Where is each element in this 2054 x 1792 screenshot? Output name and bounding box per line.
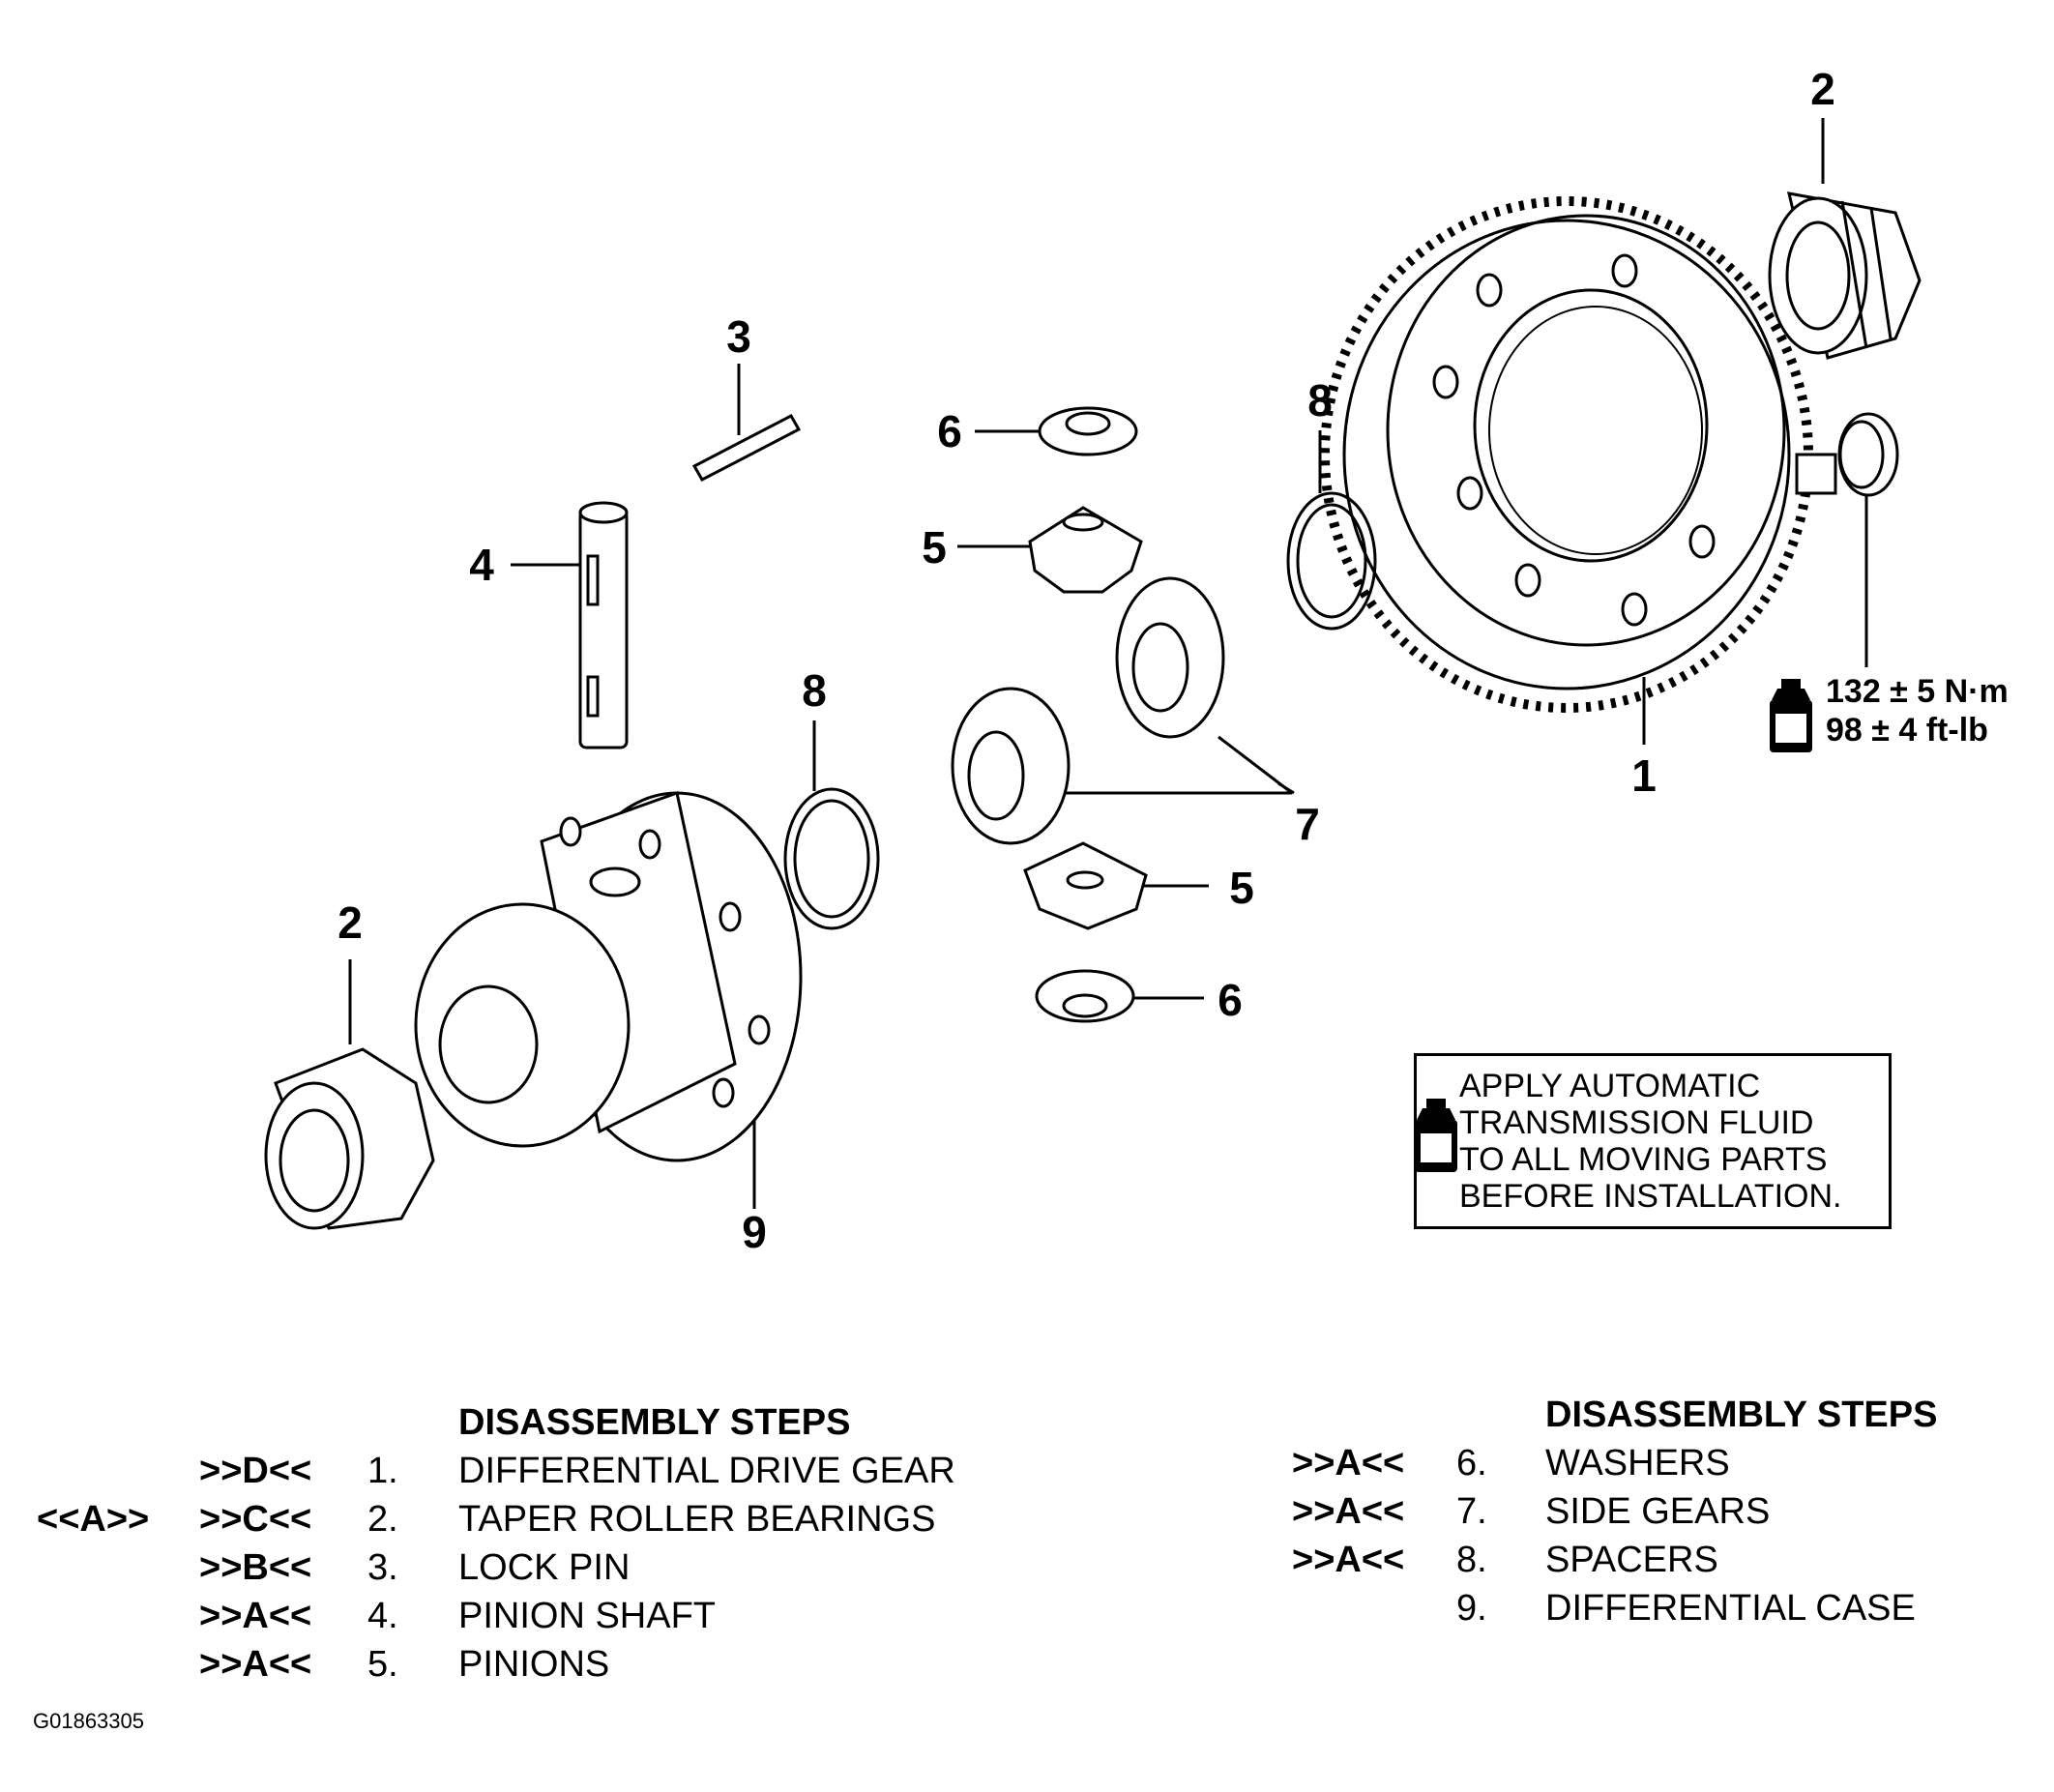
step-number: 8. [1456, 1540, 1487, 1580]
disassembly-ref: >>A<< [1292, 1540, 1405, 1580]
note-line: TO ALL MOVING PARTS [1459, 1141, 1828, 1178]
callout-7: 7 [1295, 799, 1320, 849]
callout-labels: 2 3 4 6 5 8 8 7 5 6 2 9 1 [337, 64, 1835, 1257]
torque-metric: 132 ± 5 N·m [1826, 673, 2009, 710]
pinion-shaft [578, 501, 629, 749]
washer-top [1038, 406, 1138, 456]
disassembly-ref: >>A<< [1292, 1491, 1405, 1532]
fluid-note-box: APPLY AUTOMATIC TRANSMISSION FLUID TO AL… [1414, 1053, 1892, 1229]
callout-2-bottom: 2 [337, 897, 363, 948]
callout-6-bottom: 6 [1218, 975, 1243, 1025]
step-number: 7. [1456, 1491, 1487, 1532]
taper-roller-bearing-top [1768, 191, 1922, 360]
callout-1: 1 [1631, 750, 1657, 801]
step-row: <<A>> >>C<< 2. TAPER ROLLER BEARINGS [0, 1499, 1064, 1545]
differential-drive-gear [1320, 196, 1813, 713]
differential-case [414, 791, 803, 1162]
callout-8-left: 8 [802, 665, 827, 716]
pinion-bottom [1023, 841, 1148, 930]
spacer-left [783, 787, 880, 930]
figure-id: G01863305 [33, 1709, 144, 1733]
step-row: >>A<< 4. PINION SHAFT [0, 1596, 1064, 1642]
spacer-right [1286, 491, 1377, 631]
callout-9: 9 [742, 1207, 767, 1257]
step-label: TAPER ROLLER BEARINGS [458, 1499, 936, 1540]
disassembly-steps-right: DISASSEMBLY STEPS >>A<< 6. WASHERS >>A<<… [1257, 1395, 2031, 1646]
disassembly-ref: >>A<< [199, 1644, 312, 1685]
step-number: 9. [1456, 1588, 1487, 1629]
step-row: >>B<< 3. LOCK PIN [0, 1547, 1064, 1594]
step-number: 3. [367, 1547, 398, 1588]
lock-pin [691, 414, 802, 482]
disassembly-ref: >>D<< [199, 1451, 312, 1491]
step-label: PINIONS [458, 1644, 610, 1685]
taper-roller-bearing-bottom [264, 1047, 435, 1230]
disassembly-ref: >>A<< [1292, 1443, 1405, 1484]
step-number: 2. [367, 1499, 398, 1540]
callout-5-bottom: 5 [1229, 863, 1254, 913]
leader-lines [348, 118, 1868, 1209]
step-row: >>A<< 7. SIDE GEARS [1257, 1491, 2031, 1538]
assembly-ref: <<A>> [37, 1499, 150, 1540]
step-row: >>D<< 1. DIFFERENTIAL DRIVE GEAR [0, 1451, 1064, 1497]
step-label: WASHERS [1545, 1443, 1730, 1484]
step-number: 6. [1456, 1443, 1487, 1484]
fluid-note-text: APPLY AUTOMATIC TRANSMISSION FLUID TO AL… [1459, 1068, 1885, 1215]
callout-3: 3 [726, 311, 751, 362]
step-label: DIFFERENTIAL CASE [1545, 1588, 1916, 1629]
torque-imperial: 98 ± 4 ft-lb [1826, 712, 1988, 749]
step-row: 9. DIFFERENTIAL CASE [1257, 1588, 2031, 1634]
step-label: SIDE GEARS [1545, 1491, 1771, 1532]
step-number: 5. [367, 1644, 398, 1685]
step-row: >>A<< 8. SPACERS [1257, 1540, 2031, 1586]
note-line: APPLY AUTOMATIC [1459, 1068, 1761, 1104]
step-number: 4. [367, 1596, 398, 1636]
step-label: LOCK PIN [458, 1547, 631, 1588]
pinion-top [1028, 506, 1143, 594]
callout-4: 4 [469, 540, 494, 590]
step-number: 1. [367, 1451, 398, 1491]
disassembly-ref: >>C<< [199, 1499, 312, 1540]
disassembly-ref: >>A<< [199, 1596, 312, 1636]
note-line: BEFORE INSTALLATION. [1459, 1178, 1842, 1215]
disassembly-ref: >>B<< [199, 1547, 312, 1588]
callout-6-top: 6 [937, 406, 962, 456]
side-gear-upper [1115, 576, 1225, 739]
fluid-bottle-icon [1415, 1099, 1457, 1172]
fluid-bottle-icon [1770, 679, 1812, 752]
step-row: >>A<< 5. PINIONS [0, 1644, 1064, 1690]
step-row: >>A<< 6. WASHERS [1257, 1443, 2031, 1489]
callout-2-top: 2 [1810, 64, 1835, 114]
side-gear-lower [951, 687, 1071, 845]
steps-title-left: DISASSEMBLY STEPS [458, 1402, 851, 1443]
steps-title-right: DISASSEMBLY STEPS [1545, 1395, 1938, 1435]
washer-bottom [1035, 969, 1135, 1023]
note-line: TRANSMISSION FLUID [1459, 1104, 1814, 1141]
step-label: PINION SHAFT [458, 1596, 717, 1636]
step-label: DIFFERENTIAL DRIVE GEAR [458, 1451, 955, 1491]
step-label: SPACERS [1545, 1540, 1718, 1580]
callout-8-right: 8 [1307, 375, 1333, 426]
disassembly-steps-left: DISASSEMBLY STEPS >>D<< 1. DIFFERENTIAL … [0, 1402, 1064, 1692]
drive-gear-bolt [1795, 412, 1899, 497]
callout-5-top: 5 [922, 522, 947, 573]
